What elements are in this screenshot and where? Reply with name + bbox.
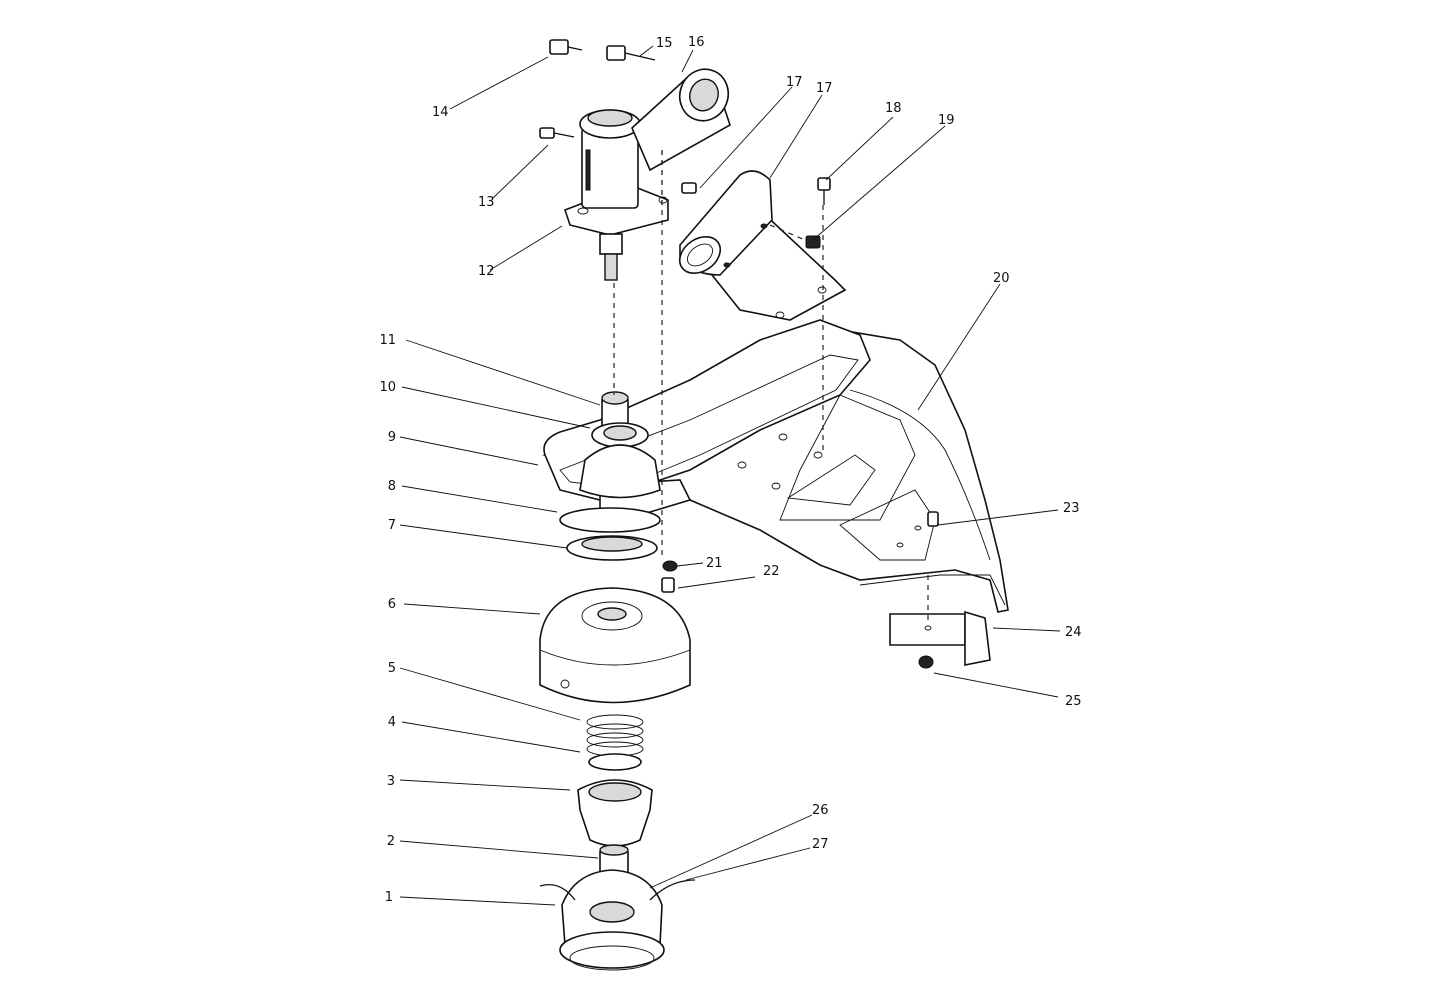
alignment-lines: [613, 150, 929, 625]
callout-6: 6: [388, 597, 396, 612]
callout-7: 7: [388, 518, 396, 533]
callout-20: 20: [993, 271, 1010, 286]
callout-17-left: 17: [786, 75, 803, 90]
callout-27: 27: [812, 837, 829, 852]
spool-hub: [577, 779, 653, 847]
screws: [539, 39, 831, 249]
callout-25: 25: [1065, 694, 1082, 709]
callout-5: 5: [388, 661, 396, 676]
callout-1: 1: [385, 890, 393, 905]
callout-19: 19: [938, 113, 955, 128]
callout-21: 21: [706, 556, 723, 571]
spindle-bearing-stack: [559, 391, 661, 561]
bump-head: [539, 869, 696, 971]
callout-23: 23: [1063, 501, 1080, 516]
callout-10: 10: [379, 380, 396, 395]
callout-15: 15: [656, 36, 673, 51]
callout-12: 12: [478, 264, 495, 279]
callout-11: 11: [379, 333, 396, 348]
gearhead-assembly: [563, 68, 731, 281]
callout-13: 13: [478, 195, 495, 210]
callout-24: 24: [1065, 625, 1082, 640]
callout-3: 3: [387, 774, 395, 789]
spool-cover: [539, 587, 691, 704]
callout-9: 9: [388, 430, 396, 445]
callout-26: 26: [812, 803, 829, 818]
callout-17-right: 18: [885, 101, 902, 116]
callout-22: 22: [763, 564, 780, 579]
callout-8: 8: [388, 479, 396, 494]
callout-18: 17: [816, 81, 833, 96]
rear-bracket: [889, 511, 991, 669]
tube-clamp-bracket: [678, 170, 847, 321]
callout-2: 2: [387, 834, 395, 849]
spring: [586, 714, 644, 771]
small-nuts: [661, 560, 678, 593]
leader-lines: [399, 45, 1061, 906]
callout-16: 16: [688, 35, 705, 50]
callout-labels: 1 2 3 4 5 6 7 8 9 10 11 12 13 14 15 16 1…: [379, 35, 1081, 905]
callout-14: 14: [432, 105, 449, 120]
callout-4: 4: [388, 715, 396, 730]
